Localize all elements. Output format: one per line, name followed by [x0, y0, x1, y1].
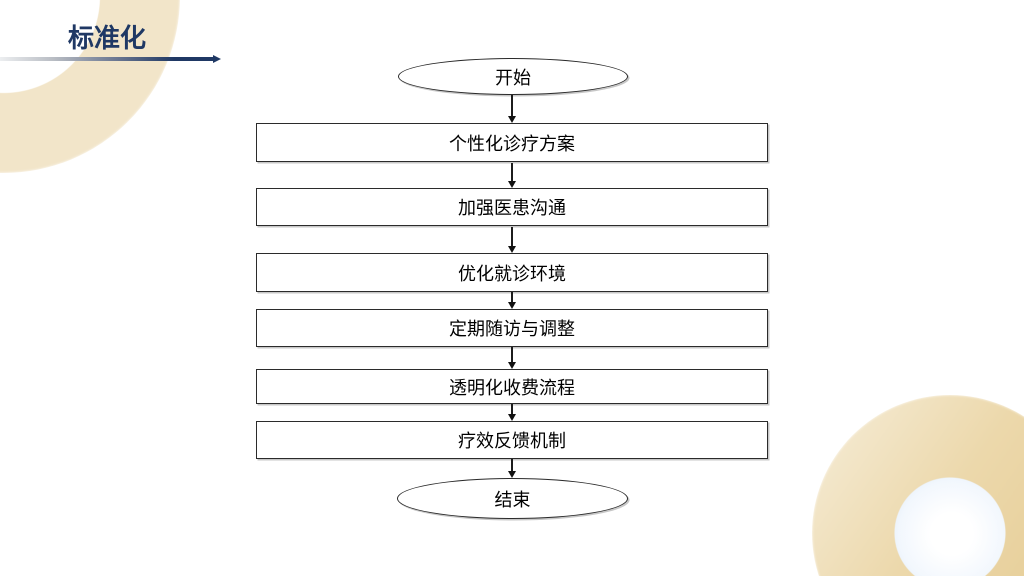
arrow-shaft [511, 163, 513, 181]
arrow-shaft [511, 292, 513, 302]
arrow-down-icon [508, 414, 516, 421]
flow-node-step2: 加强医患沟通 [256, 188, 768, 226]
flow-node-label: 个性化诊疗方案 [449, 133, 575, 155]
arrow-shaft [511, 95, 513, 116]
flow-node-step3: 优化就诊环境 [256, 253, 768, 292]
arrow-shaft [511, 347, 513, 362]
flow-node-label: 透明化收费流程 [449, 377, 575, 399]
arrow-shaft [511, 404, 513, 414]
arrow-shaft [511, 459, 513, 471]
flow-arrow [505, 292, 519, 309]
flow-node-step4: 定期随访与调整 [256, 309, 768, 347]
flow-node-start: 开始 [398, 58, 628, 95]
arrow-down-icon [508, 116, 516, 123]
decor-ring-bottom-right [812, 395, 1024, 576]
title-underline [0, 57, 213, 61]
flow-node-label: 定期随访与调整 [449, 319, 575, 340]
flow-node-label: 优化就诊环境 [458, 263, 566, 285]
title-underline-arrow-icon [213, 55, 221, 63]
flow-node-step5: 透明化收费流程 [256, 369, 768, 404]
slide-title: 标准化 [68, 24, 147, 54]
flow-arrow [505, 347, 519, 369]
flow-node-step1: 个性化诊疗方案 [256, 123, 768, 162]
flow-node-end: 结束 [397, 478, 628, 519]
flow-node-label: 加强医患沟通 [458, 198, 566, 219]
flow-node-label: 结束 [494, 489, 531, 511]
arrow-down-icon [508, 362, 516, 369]
arrow-down-icon [508, 246, 516, 253]
arrow-shaft [511, 227, 513, 246]
flow-node-label: 疗效反馈机制 [458, 431, 566, 452]
flow-arrow [505, 163, 519, 188]
arrow-down-icon [508, 181, 516, 188]
arrow-down-icon [508, 471, 516, 478]
flow-arrow [505, 95, 519, 123]
flow-arrow [505, 227, 519, 253]
flow-node-step6: 疗效反馈机制 [256, 421, 768, 459]
flow-node-label: 开始 [495, 67, 531, 89]
flow-arrow [505, 459, 519, 478]
arrow-down-icon [508, 302, 516, 309]
flow-arrow [505, 404, 519, 421]
